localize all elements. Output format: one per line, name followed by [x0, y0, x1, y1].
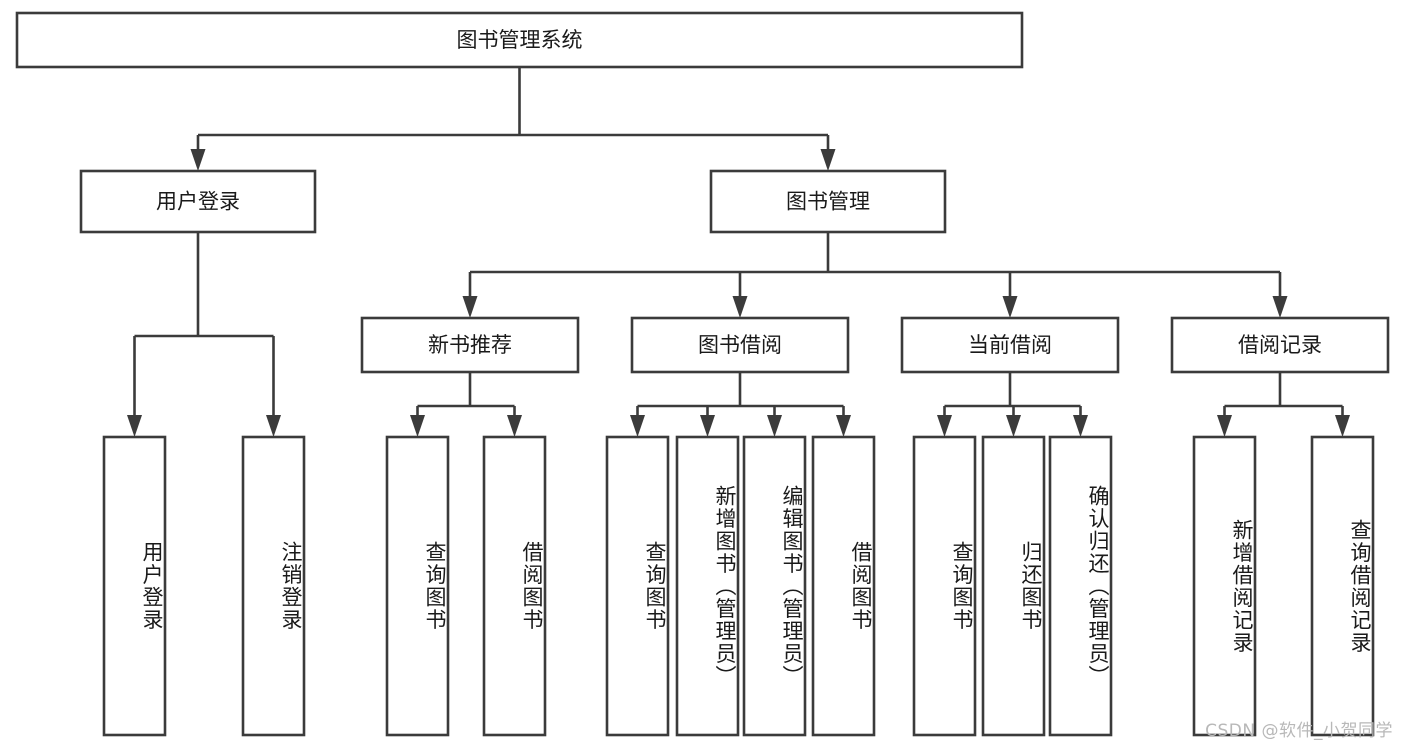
connector-layer: [127, 67, 1350, 437]
node-label-root: 图书管理系统: [457, 28, 583, 52]
node-box-book-borrow[interactable]: [630, 316, 850, 374]
node-label-book-management: 图书管理: [786, 190, 870, 214]
node-box-root[interactable]: [15, 11, 1024, 69]
connector-borrowrecord-to-leaves: [1217, 372, 1350, 437]
node-box-new-book-recommend[interactable]: [360, 316, 580, 374]
node-box-leaf-query-book-3[interactable]: [912, 435, 977, 737]
node-label-book-borrow: 图书借阅: [698, 333, 782, 357]
node-box-leaf-query-book-1[interactable]: [385, 435, 450, 737]
node-box-leaf-query-book-2[interactable]: [605, 435, 670, 737]
connector-newbook-to-leaves: [410, 372, 522, 437]
node-box-leaf-edit-book[interactable]: [742, 435, 807, 737]
node-box-leaf-confirm-return[interactable]: [1048, 435, 1113, 737]
node-box-leaf-logout[interactable]: [241, 435, 306, 737]
connector-bookmgmt-to-level2: [462, 232, 1288, 318]
node-box-leaf-add-borrow-record[interactable]: [1192, 435, 1257, 737]
node-label-borrow-record: 借阅记录: [1238, 333, 1322, 357]
node-box-leaf-return-book[interactable]: [981, 435, 1046, 737]
csdn-watermark: CSDN @软件_小贺同学: [1205, 721, 1393, 741]
node-box-current-borrow[interactable]: [900, 316, 1120, 374]
node-box-layer: [15, 11, 1390, 737]
connector-bookborrow-to-leaves: [630, 372, 851, 437]
node-box-book-management[interactable]: [709, 169, 947, 234]
connector-currentborrow-to-leaves: [937, 372, 1088, 437]
connector-userlogin-to-leaves: [127, 232, 281, 437]
node-box-leaf-add-book[interactable]: [675, 435, 740, 737]
node-label-current-borrow: 当前借阅: [968, 333, 1052, 357]
connector-root-to-level1: [190, 67, 836, 171]
node-box-borrow-record[interactable]: [1170, 316, 1390, 374]
node-box-user-login[interactable]: [79, 169, 317, 234]
node-box-leaf-borrow-book-1[interactable]: [482, 435, 547, 737]
node-box-leaf-borrow-book-2[interactable]: [811, 435, 876, 737]
node-label-new-book-recommend: 新书推荐: [428, 333, 512, 357]
node-box-leaf-user-login[interactable]: [102, 435, 167, 737]
node-label-user-login: 用户登录: [156, 190, 240, 214]
node-box-leaf-query-borrow-record[interactable]: [1310, 435, 1375, 737]
